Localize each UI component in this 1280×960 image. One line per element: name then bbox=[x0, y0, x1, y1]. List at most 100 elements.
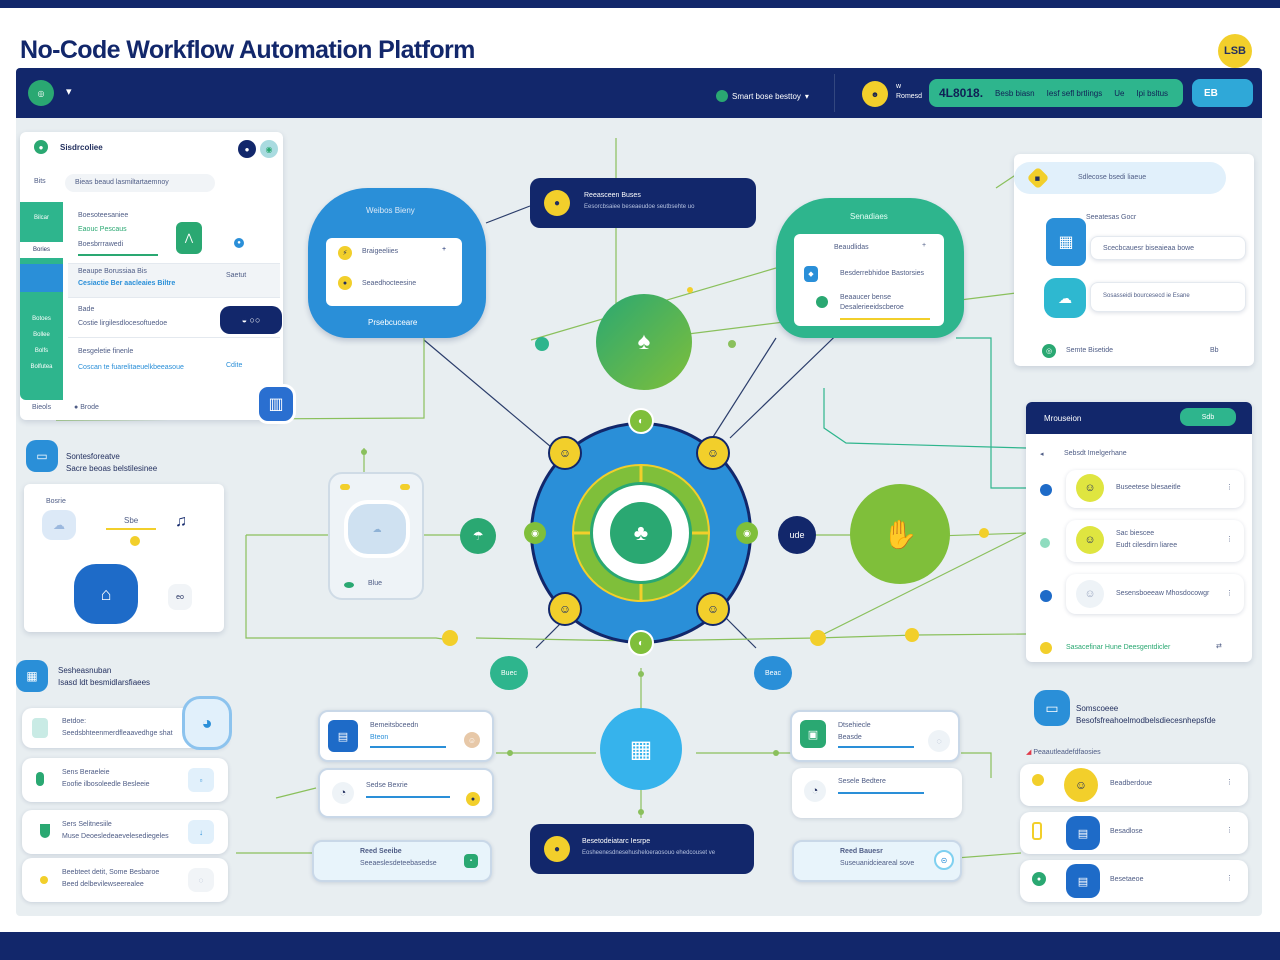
action-icon[interactable]: ◌ bbox=[188, 868, 214, 892]
database-icon[interactable]: ▥ bbox=[256, 384, 296, 424]
list-item[interactable]: Beebteet detit, Some Besbaroe Beed delbe… bbox=[22, 858, 228, 902]
more-icon[interactable]: ⋮ bbox=[1226, 827, 1233, 834]
dot-icon bbox=[344, 582, 354, 588]
template-item-label: Scecbcauesr biseaieaa bowe bbox=[1103, 245, 1195, 252]
wire-dot bbox=[442, 630, 458, 646]
more-icon[interactable]: ⋮ bbox=[1226, 590, 1233, 597]
monitor-item[interactable]: ☺ Sac biescee Eudt cilesdirn liaree ⋮ bbox=[1066, 520, 1244, 562]
gateway-card[interactable]: ☁ Blue bbox=[328, 472, 424, 600]
chart-icon[interactable]: ⋀ bbox=[176, 222, 202, 254]
workflow-step-card[interactable]: Reed Bauesr Suseuanidcieareal sove ⊝ bbox=[792, 840, 962, 882]
right-bottom-section: ◢ Peaautleadefdfaosies bbox=[1026, 748, 1101, 756]
list-item[interactable]: Besgeletie finenle Coscan te fuarelitaeu… bbox=[68, 338, 280, 396]
add-icon[interactable]: + bbox=[922, 242, 927, 249]
monitor-item[interactable]: ☺ Buseetese blesaeitle ⋮ bbox=[1066, 470, 1244, 508]
emoji-icon[interactable]: ☺ bbox=[548, 592, 582, 626]
toolbar-action-button[interactable]: EB bbox=[1192, 79, 1253, 107]
sidebar-footer[interactable]: ● Brode bbox=[74, 404, 99, 411]
more-icon[interactable]: ⋮ bbox=[1226, 875, 1233, 882]
action-node-top[interactable]: ♠ bbox=[596, 294, 692, 390]
output-item[interactable]: ● ▤ Besetaeoe ⋮ bbox=[1020, 860, 1248, 902]
gateway-node-left[interactable]: Buec bbox=[490, 656, 528, 690]
workspace-selector[interactable]: Smart bose besttoy ▾ bbox=[716, 90, 809, 102]
event-pill[interactable]: ● Reeasceen Buses Eesorcbsaiee beseaeudo… bbox=[530, 178, 756, 228]
nav-item[interactable]: Bolfs bbox=[34, 348, 49, 354]
integration-card[interactable]: Bosrie ☁ Sbe ♫ ⌂ eo bbox=[24, 484, 224, 632]
emoji-icon[interactable]: ☺ bbox=[548, 436, 582, 470]
workflow-step-card[interactable]: Reed Seeibe Seeaeslesdeteebasedse ▪ bbox=[312, 840, 492, 882]
nav-item[interactable]: Bilcar bbox=[33, 215, 49, 221]
bot-icon[interactable]: ⌂ bbox=[74, 564, 138, 624]
user-icon[interactable]: ☻ bbox=[862, 81, 888, 107]
more-icon[interactable]: ⋮ bbox=[1226, 484, 1233, 491]
scheduler-node[interactable]: ▦ bbox=[600, 708, 682, 790]
dot-icon bbox=[340, 484, 350, 490]
profile-icon[interactable]: ● bbox=[238, 140, 256, 158]
status-dot-icon bbox=[40, 876, 48, 884]
hub-port-icon[interactable]: ◐ bbox=[628, 408, 654, 434]
template-item[interactable]: Scecbcauesr biseaieaa bowe bbox=[1090, 236, 1246, 260]
templates-footer-value[interactable]: Bb bbox=[1210, 347, 1219, 354]
hub-port-icon[interactable]: ◉ bbox=[736, 522, 758, 544]
toggle-icon[interactable]: ● bbox=[234, 238, 244, 248]
gateway-node-right[interactable]: Beac bbox=[754, 656, 792, 690]
hub-right-badge[interactable]: ude bbox=[778, 516, 816, 554]
template-item[interactable]: Sosasseidi bourcesecd ie Esane bbox=[1090, 282, 1246, 312]
share-icon[interactable]: ⇄ bbox=[1216, 643, 1222, 650]
list-item-subtitle: Eaouc Pescaus bbox=[78, 226, 127, 233]
nav-item[interactable]: Botoes bbox=[32, 316, 51, 322]
output-pill-title: Besetodeiatarc Iesrpe bbox=[582, 838, 651, 845]
workflow-canvas[interactable]: ◎ ▾ Smart bose besttoy ▾ ☻ w Romesd 4L80… bbox=[16, 68, 1262, 916]
workflow-step-card[interactable]: ◔ Sedse Bexrie ● bbox=[318, 768, 494, 818]
settings-icon[interactable]: ◉ bbox=[260, 140, 278, 158]
app-logo-icon[interactable]: ◎ bbox=[28, 80, 54, 106]
transform-item: Besderrebhidoe Bastorsies bbox=[840, 270, 925, 277]
output-item[interactable]: ▤ Besadlose ⋮ bbox=[1020, 812, 1248, 854]
chevron-left-icon[interactable]: ◂ bbox=[1040, 451, 1044, 458]
toggle-switch[interactable]: ◒ ○○ bbox=[220, 306, 282, 334]
chevron-down-icon[interactable]: ▾ bbox=[66, 86, 72, 98]
list-item[interactable]: Sers Selitnesiile Muse Deoesledeaevelese… bbox=[22, 810, 228, 854]
workflow-step-card[interactable]: ▣ Dtsehiecle Beasde ◌ bbox=[790, 710, 960, 762]
user-avatar[interactable]: LSB bbox=[1218, 34, 1252, 68]
status-bar[interactable]: 4L8018. Besb biasn Iesf sefl brtlings Ue… bbox=[929, 79, 1183, 107]
leaf-icon bbox=[816, 296, 828, 308]
hub-port-icon[interactable]: ◐ bbox=[628, 630, 654, 656]
more-icon[interactable]: ⋮ bbox=[1226, 779, 1233, 786]
progress-bar bbox=[366, 796, 450, 798]
globe-icon[interactable]: ◕ bbox=[182, 696, 232, 750]
nav-item[interactable]: Bolfutea bbox=[30, 364, 53, 370]
hub-port-icon[interactable]: ◉ bbox=[524, 522, 546, 544]
output-item-label: Besadlose bbox=[1110, 828, 1143, 835]
output-pill[interactable]: ● Besetodeiatarc Iesrpe Eosheenesdnesehu… bbox=[530, 824, 754, 874]
list-item-subtitle: Eoofie ilbosoleedle Besleeie bbox=[62, 781, 150, 788]
runner-icon[interactable]: ☂ bbox=[460, 518, 496, 554]
monitor-item[interactable]: ☺ Sesensboeeaw Mhosdocowgr ⋮ bbox=[1066, 574, 1244, 614]
workflow-step-card[interactable]: ◔ Sesele Bedtere bbox=[792, 768, 962, 818]
action-icon[interactable]: ↓ bbox=[188, 820, 214, 844]
nav-item-active[interactable] bbox=[20, 264, 63, 292]
document-icon: ▤ bbox=[1066, 864, 1100, 898]
status-item: Ipi bsltus bbox=[1136, 88, 1169, 98]
list-item[interactable]: Sens Beraeleie Eoofie ilbosoleedle Besle… bbox=[22, 758, 228, 802]
small-card[interactable]: eo bbox=[168, 584, 192, 610]
list-item[interactable]: Beaupe Borussiaa Bis Cesiactie Ber aacle… bbox=[68, 264, 280, 298]
emoji-icon[interactable]: ☺ bbox=[696, 436, 730, 470]
action-node-right[interactable]: ✋ bbox=[850, 484, 950, 584]
hub-core-icon[interactable]: ♣ bbox=[610, 502, 672, 564]
more-icon[interactable]: ⋮ bbox=[1226, 536, 1233, 543]
add-icon[interactable]: + bbox=[442, 246, 447, 253]
search-input[interactable]: Bieas beaud lasmiltartaemnoy bbox=[65, 174, 215, 192]
nav-item[interactable]: Bories bbox=[20, 242, 63, 258]
workflow-step-card[interactable]: ▤ Bemeitsbceedn Bteon ☺ bbox=[318, 710, 494, 762]
action-icon[interactable]: ▫ bbox=[188, 768, 214, 792]
list-item[interactable]: Boesoteesaniee Eaouc Pescaus Boesbrrrawe… bbox=[68, 204, 280, 264]
transform-node[interactable]: Senadiaes Beaudlidas + ◆ Besderrebhidoe … bbox=[776, 198, 964, 338]
gateway-card-value: Blue bbox=[368, 580, 383, 587]
emoji-icon[interactable]: ☺ bbox=[696, 592, 730, 626]
list-item[interactable]: Bade Costie lirgilesdlocesoftuedoe ◒ ○○ bbox=[68, 298, 282, 338]
trigger-node[interactable]: Weibos Bieny ⚡ Braigeeliies + ● Seaedhoc… bbox=[308, 188, 486, 338]
monitor-badge[interactable]: Sdb bbox=[1180, 408, 1236, 426]
nav-item[interactable]: Bollee bbox=[33, 332, 50, 338]
output-item[interactable]: ☺ Beadberdoue ⋮ bbox=[1020, 764, 1248, 806]
